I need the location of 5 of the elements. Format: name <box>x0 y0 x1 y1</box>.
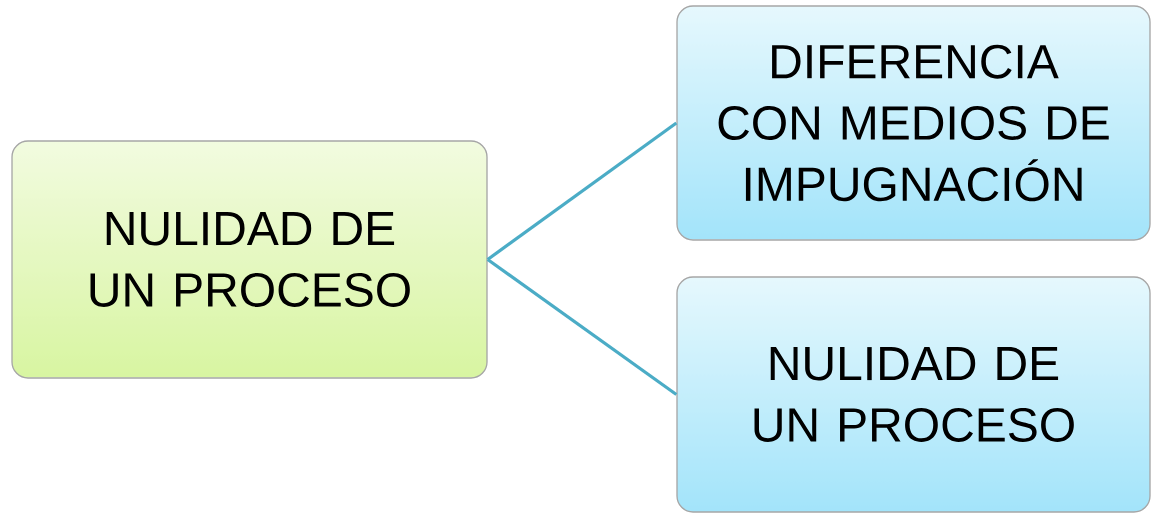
concept-box: DIFERENCIA CON MEDIOS DE IMPUGNACIÓN <box>676 5 1151 241</box>
connector-line <box>486 258 678 396</box>
connector-line <box>486 121 678 261</box>
concept-box: NULIDAD DE UN PROCESO <box>11 140 488 379</box>
concept-box: NULIDAD DE UN PROCESO <box>676 276 1151 513</box>
